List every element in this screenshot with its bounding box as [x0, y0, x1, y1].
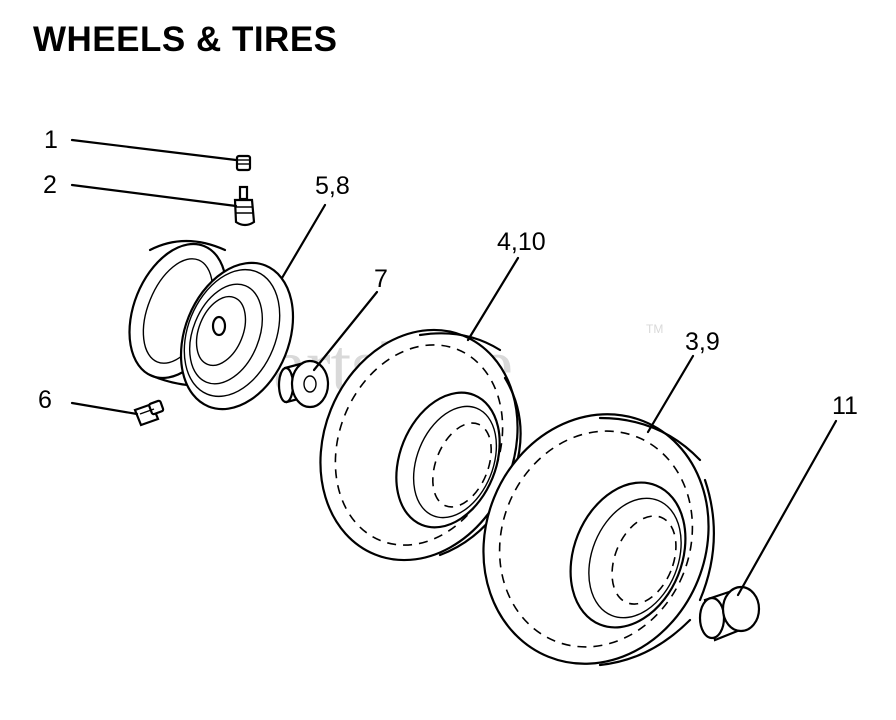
part-valve-cap[interactable] [235, 154, 252, 172]
callout-5-8: 5,8 [315, 172, 350, 200]
leader-line-1 [70, 138, 238, 162]
leader-line-6 [70, 401, 139, 416]
callout-6: 6 [38, 386, 52, 414]
part-wheel-rim[interactable] [111, 230, 314, 426]
callout-2: 2 [43, 171, 57, 199]
callout-7: 7 [374, 265, 388, 293]
callout-11: 11 [832, 392, 858, 420]
part-valve-stem[interactable] [233, 185, 256, 227]
part-tire-rear[interactable] [446, 380, 745, 698]
leader-line-3-9 [646, 354, 695, 434]
part-wheel-bolt[interactable] [133, 399, 165, 427]
part-tire-front[interactable] [287, 300, 552, 590]
callout-4-10: 4,10 [497, 228, 546, 256]
callout-1: 1 [44, 126, 58, 154]
part-bushing[interactable] [277, 359, 330, 409]
leader-line-7 [312, 290, 379, 372]
leader-line-5-8 [280, 203, 327, 280]
leader-line-4-10 [466, 256, 520, 342]
watermark-trademark: TM [646, 322, 663, 336]
leader-line-11 [736, 419, 838, 597]
page-title: WHEELS & TIRES [33, 20, 338, 59]
part-hub-cap[interactable] [698, 585, 761, 642]
callout-3-9: 3,9 [685, 328, 720, 356]
leader-line-2 [70, 183, 238, 208]
